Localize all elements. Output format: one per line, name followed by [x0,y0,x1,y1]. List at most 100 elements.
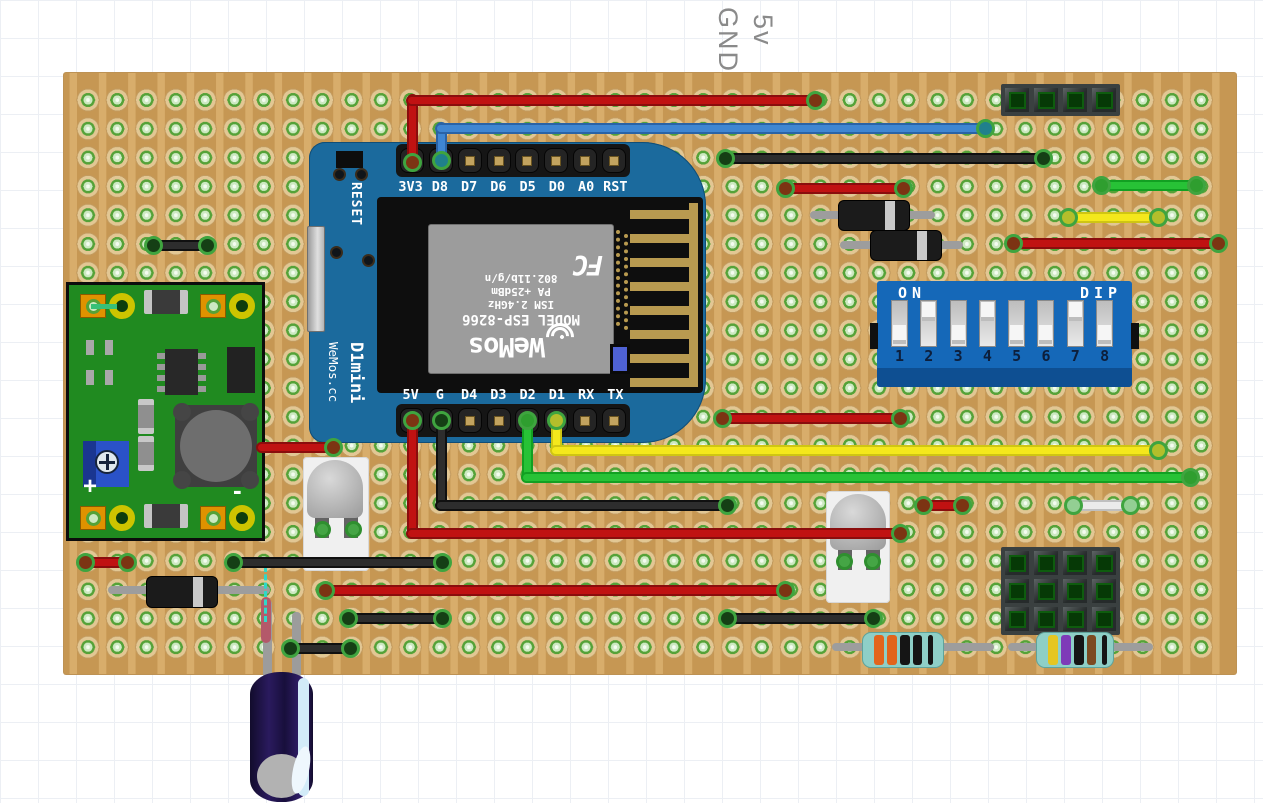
resistor-1[interactable] [862,632,944,668]
dip-slider-6[interactable] [1037,300,1055,347]
female-header-3x4[interactable] [1001,547,1120,635]
dip-switch[interactable] [870,281,1139,387]
pin-d4[interactable] [457,408,482,433]
diode-lead [903,211,935,219]
pin-d3[interactable] [486,408,511,433]
header-socket [1092,551,1116,575]
supply-note[interactable]: 5v [748,14,778,47]
dip-knob [951,325,965,344]
wire-black-562[interactable] [227,556,448,568]
header-socket [1063,607,1087,631]
module-pad [80,506,106,530]
header-socket [1034,88,1058,112]
ic-pin [197,386,206,392]
wire-d1-run[interactable] [550,444,1164,456]
ic-pin [197,353,206,359]
dip-slider-1[interactable] [891,300,908,347]
pin-contact [493,415,504,426]
pin-label-d2: D2 [519,387,536,403]
wire-red-590-cap [315,580,335,600]
dip-knob [1039,325,1053,344]
wire-3v3-rail[interactable] [406,94,821,106]
header-socket [1092,579,1116,603]
wire-d2-run[interactable] [521,471,1196,483]
pin-label-rx: RX [577,387,595,403]
via-dots [616,230,620,326]
pin-contact [522,155,533,166]
pin-d7[interactable] [457,148,482,173]
resistor-2[interactable] [1036,632,1114,668]
wire-5v-down[interactable] [406,414,418,539]
wifi-antenna-trace [630,203,698,387]
dip-slider-3[interactable] [949,300,967,347]
shield-line: ISM 2.4GHz [487,298,555,311]
esp8266-shield: WeMos MODEL ESP-8266 ISM 2.4GHz PA +25dB… [428,224,614,374]
wire-black-618b-cap [717,608,737,628]
pin-rst[interactable] [602,148,626,173]
wire-g-run[interactable] [435,499,733,511]
trimmer-potentiometer[interactable] [83,441,129,487]
dip-slider-8[interactable] [1096,300,1114,347]
dip-slider-5[interactable] [1008,300,1026,347]
wire-d8-up-cap [431,150,451,170]
wire-red-418[interactable] [716,412,906,424]
wire-yellow-topright-cap [1148,207,1168,227]
header-socket [1063,551,1087,575]
diode-band [193,577,203,607]
ic-pin [197,364,206,370]
module-minus-label: - [233,475,242,505]
model-label: D1mini [346,342,366,404]
wire-5v-down-cap [402,410,422,430]
pin-a0[interactable] [573,148,598,173]
dip-switch-sliders [891,300,1114,347]
header-socket [1034,607,1058,631]
wire-black-618b[interactable] [721,612,879,624]
resistor-band-black [1102,635,1107,665]
dip-slider-4[interactable] [978,300,996,347]
wire-red-topright[interactable] [1007,237,1224,249]
reset-button[interactable] [336,151,363,168]
buck-converter-module[interactable]: + - [66,282,265,541]
shield-logo: WeMos [468,331,546,362]
diode-1[interactable] [838,200,910,231]
wire-red-topright-cap [1003,233,1023,253]
wire-black-top[interactable] [719,152,1049,164]
wemos-d1-mini[interactable]: RESET D1mini WeMos.cc WeMos MODEL ESP-82… [307,142,706,443]
inductor [173,403,259,489]
wire-red-590[interactable] [319,584,791,596]
dip-slider-7[interactable] [1066,300,1084,347]
diode-lead [840,241,876,249]
dip-slider-2[interactable] [920,300,938,347]
led-dome [830,494,886,550]
wire-5v-run[interactable] [406,527,906,539]
module-trace [91,304,117,309]
female-header-1x4[interactable] [1001,84,1120,116]
wire-red-mid-cap [775,178,795,198]
resistor-band-yellow [1048,635,1058,665]
pin-d6[interactable] [486,148,511,173]
diode-3[interactable] [146,576,218,608]
pin-label-d4: D4 [460,387,478,403]
dip-side-pin [1131,323,1139,349]
pin-label-d1: D1 [548,387,565,403]
wire-d8-run[interactable] [435,122,991,134]
pin-tx[interactable] [602,408,626,433]
pin-rx[interactable] [573,408,598,433]
diode-2[interactable] [870,230,942,261]
smd-component [105,370,113,385]
ratsnest-line[interactable] [264,566,267,622]
castellated-pads [427,197,615,217]
pin-d0[interactable] [544,148,569,173]
wire-red-mid[interactable] [779,182,909,194]
header-socket [1005,607,1029,631]
wire-black-618b-cap [863,608,883,628]
gnd-note[interactable]: GND [713,7,743,73]
wire-black-top-cap [715,148,735,168]
wire-green-topright[interactable] [1095,179,1202,191]
smd-capacitor [138,436,154,471]
dip-number-1: 1 [894,347,905,365]
wire-black-562-cap [223,552,243,572]
pin-d5[interactable] [515,148,540,173]
dip-knob [1068,302,1082,321]
